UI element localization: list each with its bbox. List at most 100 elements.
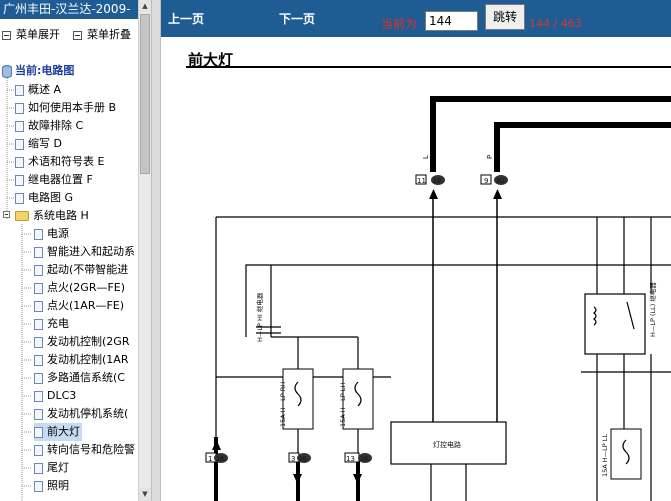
scroll-up-icon[interactable]: ▲: [139, 0, 151, 13]
tree-subitem[interactable]: 充电: [34, 315, 69, 333]
connector-9-code: 2D: [496, 178, 505, 185]
tree-subitem[interactable]: 照明: [34, 477, 69, 495]
sidebar-scrollbar[interactable]: ▲ ▼: [138, 0, 151, 501]
prev-page-link[interactable]: 上一页: [168, 12, 205, 26]
tree-item-label: 充电: [47, 317, 69, 330]
collapse-node-icon[interactable]: [3, 211, 10, 218]
menu-tree: 当前:电路图 概述 A: [0, 62, 138, 501]
tree-item-overview[interactable]: 概述 A: [15, 81, 61, 99]
tree-item-manual-usage[interactable]: 如何使用本手册 B: [15, 99, 116, 117]
scroll-down-icon[interactable]: ▼: [139, 488, 151, 501]
next-page-link[interactable]: 下一页: [279, 12, 316, 26]
document-icon: [34, 300, 43, 312]
tree-item-label: 起动(不带智能进: [47, 263, 129, 276]
tree-subitem[interactable]: 电源: [34, 225, 69, 243]
document-icon: [34, 408, 43, 420]
document-icon: [34, 318, 43, 330]
connector-11-pin: [415, 174, 427, 185]
tree-item-label: 照明: [47, 479, 69, 492]
connector-9-code-bg: [494, 175, 508, 185]
collapse-icon: [73, 30, 82, 40]
tree-item-relay-locations[interactable]: 继电器位置 F: [15, 171, 93, 189]
document-icon: [15, 192, 24, 204]
tree-item-label: 转向信号和危险警: [47, 443, 135, 456]
document-icon: [34, 336, 43, 348]
relay-ll-label: H—LP (LL) 继电器: [648, 282, 657, 337]
tree-item-label: 点火(2GR—FE): [47, 281, 126, 294]
tree-subitem[interactable]: 发动机控制(2GR: [34, 333, 129, 351]
pane-splitter[interactable]: [151, 0, 161, 501]
tree-item-terms-symbols[interactable]: 术语和符号表 E: [15, 153, 104, 171]
fuse-ll-box: [610, 428, 642, 480]
document-icon: [34, 354, 43, 366]
fuse-lh-icon: [354, 381, 362, 407]
current-page-label: 当前为: [381, 17, 418, 31]
tree-lines: [6, 76, 32, 501]
sidebar-title: 广州丰田-汉兰达-2009-: [0, 0, 140, 19]
tree-item-circuit-diagram[interactable]: 电路图 G: [15, 189, 73, 207]
connector-11-code: 2B: [433, 178, 441, 185]
document-icon: [34, 444, 43, 456]
connector-1-code: 2B: [216, 456, 224, 463]
document-icon: [34, 462, 43, 474]
tree-item-label: 多路通信系统(C: [47, 371, 125, 384]
fuse-lh-label: 15A H—LP LH: [339, 383, 347, 427]
tree-item-abbreviations[interactable]: 缩写 D: [15, 135, 62, 153]
tree-subitem[interactable]: 起动(不带智能进: [34, 261, 128, 279]
jump-button[interactable]: 跳转: [485, 4, 525, 30]
control-box-label: 灯控电路: [433, 440, 461, 449]
fuse-ll-icon: [622, 439, 630, 465]
tree-item-label: 尾灯: [47, 461, 69, 474]
arrow-up-11: [429, 189, 438, 199]
tree-subitem[interactable]: 多路通信系统(C: [34, 369, 125, 387]
collapse-menu-button[interactable]: 菜单折叠: [73, 26, 131, 42]
wire-p: [494, 122, 671, 172]
tree-item-label: 故障排除 C: [28, 119, 84, 132]
collapse-menu-label: 菜单折叠: [87, 28, 131, 41]
tree-item-label: 前大灯: [47, 425, 80, 438]
tree-item-label: 发动机停机系统(: [47, 407, 129, 420]
relay-ll-coil-icon: [593, 306, 597, 326]
document-icon: [15, 84, 24, 96]
tree-item-system-circuits[interactable]: 系统电路 H: [15, 207, 89, 225]
document-icon: [15, 174, 24, 186]
connector-11-code-bg: [431, 175, 445, 185]
expand-menu-label: 菜单展开: [16, 28, 60, 41]
arrow-up-1: [212, 440, 221, 450]
tree-subitem[interactable]: 发动机停机系统(: [34, 405, 128, 423]
connector-9-number: 9: [484, 177, 488, 185]
page-number-input[interactable]: [425, 11, 478, 31]
page-toolbar: 上一页 下一页 当前为 跳转 144 / 463: [161, 0, 671, 37]
tree-subitem-selected[interactable]: 前大灯: [34, 423, 82, 441]
tree-item-troubleshooting[interactable]: 故障排除 C: [15, 117, 83, 135]
wire-relay: [245, 264, 671, 337]
tree-item-label: 系统电路 H: [33, 209, 89, 222]
tree-subitem[interactable]: 转向信号和危险警: [34, 441, 135, 459]
document-icon: [15, 102, 24, 114]
tree-item-label: 概述 A: [28, 83, 62, 96]
tree-item-label: 发动机控制(2GR: [47, 335, 130, 348]
tree-subitem[interactable]: 点火(2GR—FE): [34, 279, 125, 297]
tree-subitem[interactable]: 发动机控制(1AR: [34, 351, 128, 369]
document-icon: [34, 390, 43, 402]
folder-open-icon: [15, 211, 29, 221]
tree-item-label: 智能进入和起动系: [47, 245, 135, 258]
fuse-rh-icon: [294, 381, 302, 407]
page-count: 144 / 463: [529, 17, 582, 30]
document-icon: [34, 228, 43, 240]
tree-item-label: 术语和符号表 E: [28, 155, 105, 168]
tree-subitem[interactable]: 智能进入和起动系: [34, 243, 135, 261]
wire-label-l: L: [422, 155, 430, 159]
scrollbar-thumb[interactable]: [140, 14, 150, 174]
tree-item-label: 缩写 D: [28, 137, 62, 150]
document-icon: [15, 138, 24, 150]
document-icon: [34, 426, 43, 438]
tree-item-label: 点火(1AR—FE): [47, 299, 125, 312]
fuse-rh-label: 15A H—LP RH: [279, 382, 287, 427]
tree-subitem[interactable]: 点火(1AR—FE): [34, 297, 124, 315]
document-icon: [34, 372, 43, 384]
tree-item-label: DLC3: [47, 389, 77, 402]
tree-subitem[interactable]: 尾灯: [34, 459, 69, 477]
tree-subitem[interactable]: DLC3: [34, 387, 76, 405]
expand-menu-button[interactable]: 菜单展开: [2, 26, 60, 42]
